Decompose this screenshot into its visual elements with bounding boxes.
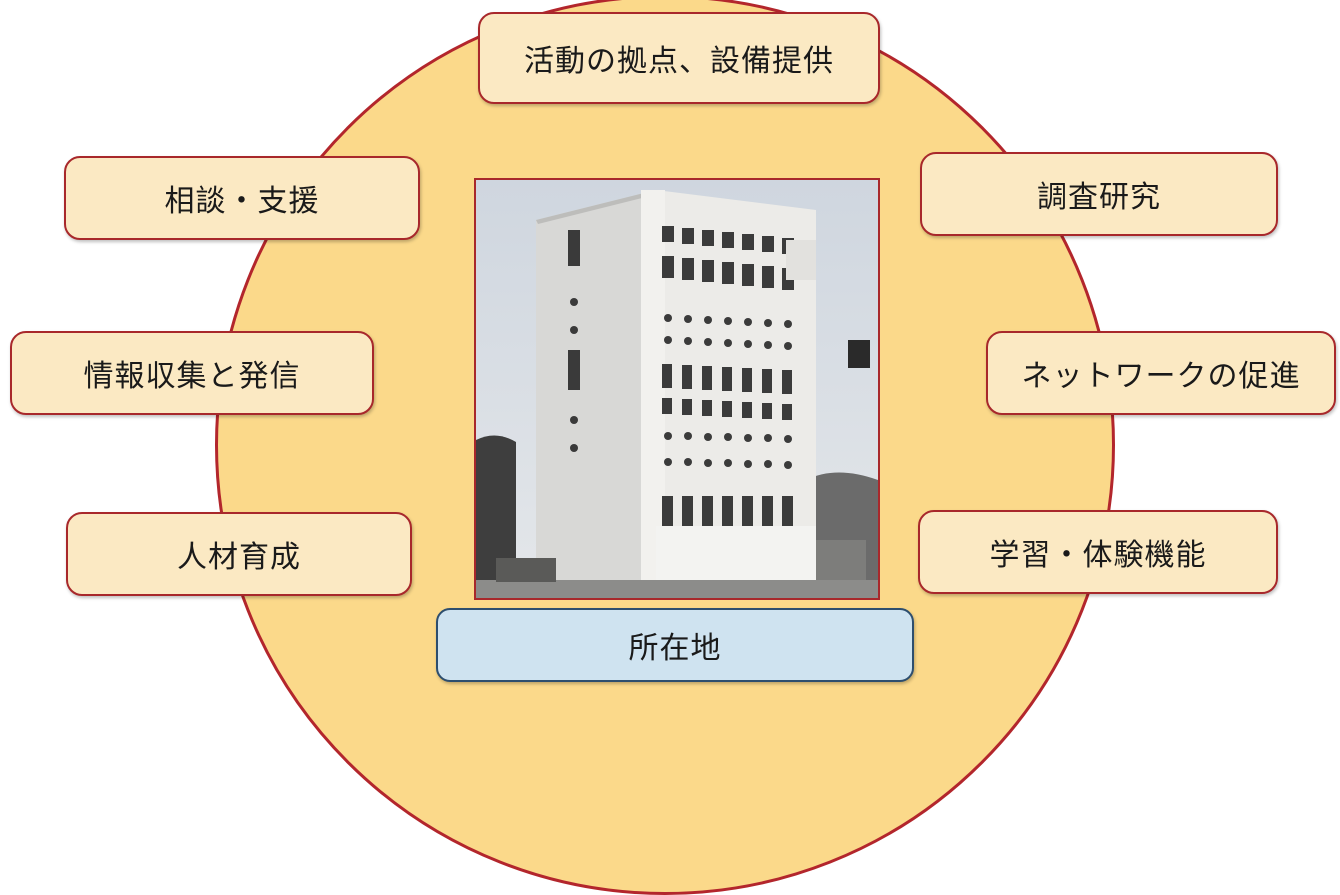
building-photo (474, 178, 880, 600)
function-label: 調査研究 (1037, 180, 1161, 215)
function-box-facility[interactable]: 活動の拠点、設備提供 (478, 12, 880, 104)
function-box-consultation[interactable]: 相談・支援 (64, 156, 420, 240)
function-label: ネットワークの促進 (1021, 359, 1301, 394)
function-label: 人材育成 (177, 540, 301, 575)
function-label: 活動の拠点、設備提供 (524, 44, 834, 79)
function-label: 情報収集と発信 (83, 359, 301, 394)
location-label: 所在地 (628, 631, 722, 666)
function-box-research[interactable]: 調査研究 (920, 152, 1278, 236)
function-label: 相談・支援 (164, 184, 320, 219)
function-box-network[interactable]: ネットワークの促進 (986, 331, 1336, 415)
function-label: 学習・体験機能 (989, 538, 1207, 573)
function-box-information[interactable]: 情報収集と発信 (10, 331, 374, 415)
function-box-learning[interactable]: 学習・体験機能 (918, 510, 1278, 594)
location-button[interactable]: 所在地 (436, 608, 914, 682)
function-box-training[interactable]: 人材育成 (66, 512, 412, 596)
building-illustration (476, 180, 878, 598)
